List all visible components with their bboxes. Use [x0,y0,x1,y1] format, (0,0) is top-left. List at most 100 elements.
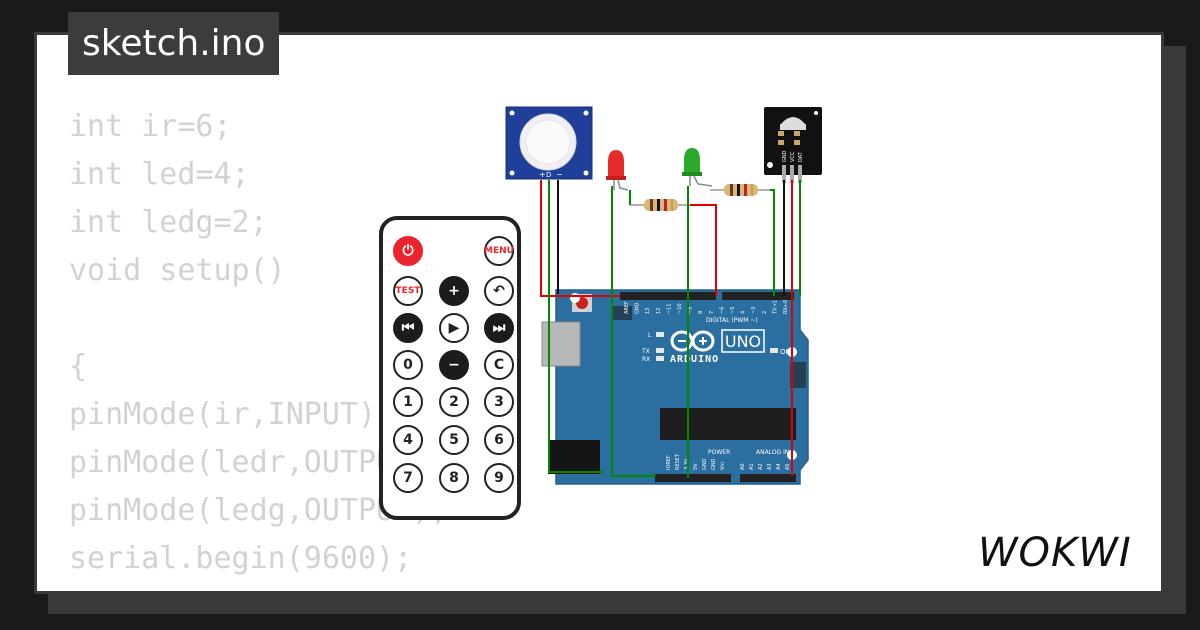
digital-pin-label: 13 [645,308,651,314]
analog-pin-label: A0 [740,463,746,470]
digital-pin-label: RX←0 [783,300,789,314]
analog-pin-label: A5 [785,463,791,470]
led-label-l: L [648,332,652,339]
back-button[interactable]: ↶ [484,276,514,306]
digital-pin-label: ~5 [730,307,736,314]
code-line: serial.begin(9600); [69,541,413,576]
pir-motion-sensor[interactable]: + D − [505,106,593,180]
filename-tab[interactable]: sketch.ino [68,12,280,75]
red-led[interactable] [606,150,629,191]
remote-button-label: 7 [403,470,413,486]
remote-button-5[interactable]: 5 [439,425,469,455]
plus-button[interactable]: + [439,276,469,306]
digital-pin-label: ~9 [688,307,694,314]
digital-pin-label: AREF [624,301,630,314]
power-pin-label: GND [711,458,717,470]
next-icon: ⏭ [492,320,506,336]
analog-pin-label: A4 [776,463,782,470]
led-label-tx: TX [641,348,650,355]
digital-pin-label: 7 [709,311,715,314]
remote-button-label: 3 [494,394,504,410]
power-header [655,474,731,482]
play-icon: ▶ [448,320,460,336]
remote-button-1[interactable]: 1 [393,387,423,417]
power-jack [548,440,600,474]
analog-pin-label: A3 [767,463,773,470]
digital-pin-label: ~10 [677,303,683,314]
usb-port [541,321,581,367]
remote-button-label: 0 [403,357,413,373]
remote-button-3[interactable]: 3 [484,387,514,417]
power-pin-label: 5V [693,463,699,470]
wokwi-logo: WOKWI [978,530,1132,576]
remote-button-label: 6 [494,432,504,448]
remote-button-label: 1 [403,394,413,410]
board-model-label: UNO [725,332,761,351]
remote-button-6[interactable]: 6 [484,425,514,455]
code-line: int ir=6; [69,109,232,144]
remote-button-7[interactable]: 7 [393,463,423,493]
resistor-green-led[interactable] [710,184,770,196]
wire-red-res-pin [690,204,717,296]
previous-icon: ⏮ [401,320,415,336]
power-button[interactable]: ⏻ [393,236,423,266]
code-line: void setup() [69,253,286,288]
board-brand-label: ARDUINO [670,354,719,365]
digital-pin-label: 2 [762,311,768,314]
code-line: } [69,583,448,591]
digital-header-right [722,292,794,300]
wires [540,180,801,478]
wire-red-led [611,186,656,477]
remote-button-0[interactable]: 0 [393,350,423,380]
plus-icon: + [448,283,460,299]
wokwi-logo-text: WOKWI [978,530,1132,576]
ir-pin-gnd: GND [782,150,788,162]
ir-receiver-module[interactable]: GND VCC DAT [764,107,822,183]
remote-button-9[interactable]: 9 [484,463,514,493]
digital-pin-label: 8 [698,311,704,314]
analog-label: ANALOG IN [756,449,789,456]
code-line: { [69,349,88,384]
remote-button-8[interactable]: 8 [439,463,469,493]
play-button[interactable]: ▶ [439,313,469,343]
code-line: int ledg=2; [69,205,268,240]
digital-pin-label: GND [635,302,641,314]
remote-button-4[interactable]: 4 [393,425,423,455]
back-icon: ↶ [493,283,505,299]
previous-button[interactable]: ⏮ [393,313,423,343]
analog-pin-label: A1 [749,463,755,470]
power-label: POWER [708,449,730,456]
remote-button-test[interactable]: TEST [393,276,423,306]
remote-button-menu[interactable]: MENU [484,236,514,266]
power-pin-label: IOREF [666,455,672,470]
next-button[interactable]: ⏭ [484,313,514,343]
arduino-logo-icon [670,330,715,352]
wire-pir-vcc [540,180,620,297]
digital-pin-label: 12 [656,308,662,314]
ir-pin-vcc: VCC [790,151,796,162]
on-led-label: ON [780,348,791,356]
digital-header-left [620,292,716,300]
remote-button-label: MENU [484,246,514,256]
green-led[interactable] [682,148,713,187]
arduino-uno-board[interactable]: UNO ARDUINO DIGITAL (PWM ~) POWER ANALOG… [541,289,809,485]
led-label-rx: RX [642,356,650,363]
icsp-header [612,306,632,320]
remote-button-label: 4 [403,432,413,448]
pir-pin-gnd: − [556,170,563,179]
atmega-chip [660,408,796,440]
digital-pin-label: TX→1 [772,300,778,315]
remote-button-c[interactable]: C [484,350,514,380]
remote-button-2[interactable]: 2 [439,387,469,417]
minus-icon: − [448,357,460,373]
remote-button-label: 2 [449,394,459,410]
power-icon: ⏻ [402,243,414,259]
resistor-red-led[interactable] [630,199,690,211]
digital-pin-label: ~3 [751,307,757,314]
power-pin-label: Vin [720,462,726,470]
minus-button[interactable]: − [439,350,469,380]
power-pin-label: GND [702,458,708,470]
